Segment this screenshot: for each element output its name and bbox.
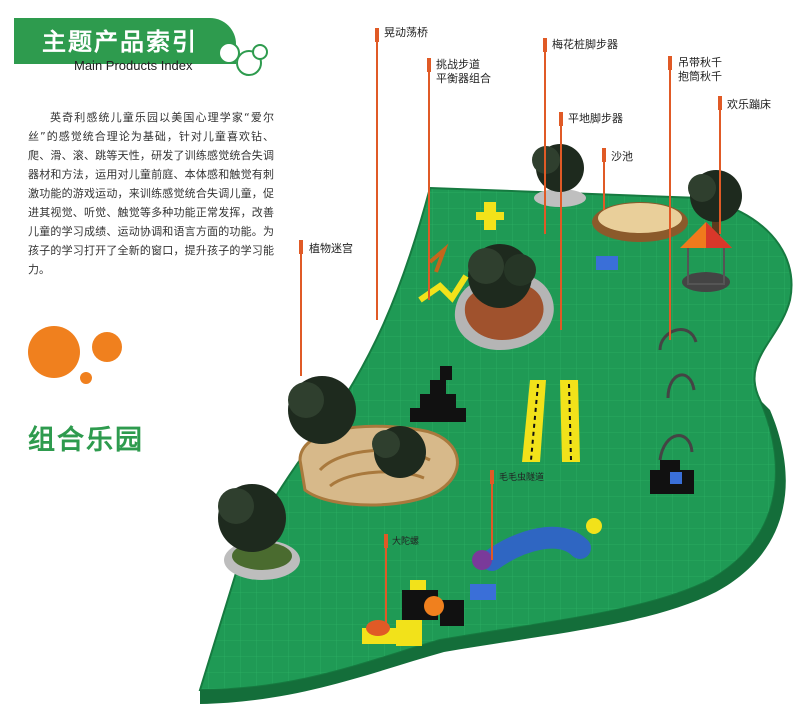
label-caterpillar-tunnel: 毛毛虫隧道 <box>499 473 545 483</box>
plant-maze <box>288 376 459 507</box>
label-line: 抱筒秋千 <box>678 70 722 83</box>
label-line: 吊带秋千 <box>678 56 722 69</box>
orange-dot-medium <box>92 332 122 362</box>
trampoline-gazebo <box>680 222 732 292</box>
central-planter <box>454 244 554 350</box>
label-plant-maze: 植物迷宫 <box>309 242 353 255</box>
label-hanging-swing: 吊带秋千 抱筒秋千 <box>678 56 722 84</box>
yellow-tile-pattern <box>476 202 504 230</box>
page-title: 主题产品索引 <box>42 28 198 56</box>
sandpit <box>592 202 688 242</box>
label-challenge-path: 挑战步道 平衡器组合 <box>436 58 491 86</box>
section-title: 组合乐园 <box>28 425 144 456</box>
tree-top-center <box>532 144 586 207</box>
blue-tile <box>596 256 618 270</box>
caterpillar-tunnel <box>472 518 602 571</box>
label-line: 挑战步道 <box>436 58 480 71</box>
intro-paragraph: 英奇利感统儿童乐园以美国心理学家“爱尔丝”的感觉统合理论为基础，针对儿童喜欢钻、… <box>28 111 274 276</box>
label-trampoline: 欢乐蹦床 <box>727 98 771 111</box>
black-stair-tiles <box>410 366 466 422</box>
orange-dot-large <box>28 326 80 378</box>
label-big-top: 大陀螺 <box>392 537 420 547</box>
orange-dot-small <box>80 372 92 384</box>
label-line: 平衡器组合 <box>436 72 491 85</box>
label-plum-stakes: 梅花桩脚步器 <box>552 38 618 51</box>
ring-decoration <box>252 44 268 60</box>
blue-tile <box>470 584 496 600</box>
label-flat-stepper: 平地脚步器 <box>568 112 623 125</box>
label-sandpit: 沙池 <box>611 150 633 163</box>
marker-poles <box>300 28 721 624</box>
page-subtitle: Main Products Index <box>74 58 193 73</box>
tree-top-right <box>688 170 742 241</box>
striped-lanes <box>522 380 580 462</box>
bottom-tile-pattern <box>362 580 464 646</box>
header-banner <box>14 18 236 64</box>
label-swing-bridge: 晃动荡桥 <box>384 26 428 39</box>
tree-bottom-left <box>218 484 300 580</box>
swing-frames <box>658 328 698 461</box>
